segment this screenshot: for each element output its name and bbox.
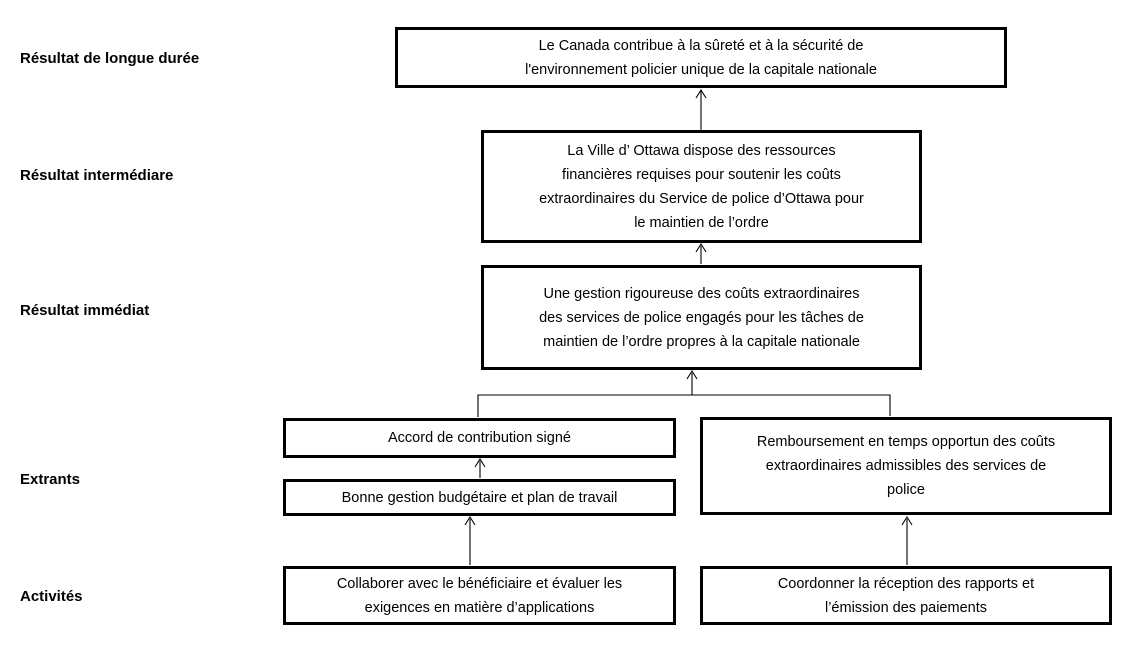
box-long-term-outcome-text: Le Canada contribue à la sûreté et à la …: [525, 37, 877, 78]
arrow-budget-to-agreement: [474, 457, 486, 478]
row-label-immediate-outcome: Résultat immédiat: [20, 302, 150, 319]
arrow-immediate-to-intermediate: [695, 242, 707, 264]
box-intermediate-outcome: La Ville d’ Ottawa dispose des ressource…: [481, 130, 922, 243]
box-activity-collaborate-text: Collaborer avec le bénéficiaire et évalu…: [336, 575, 623, 616]
connector-outputs-to-immediate: [477, 369, 891, 417]
box-activity-coordinate: Coordonner la réception des rapports et …: [700, 566, 1112, 625]
box-output-budget: Bonne gestion budgétaire et plan de trav…: [283, 479, 676, 516]
box-output-reimbursement: Remboursement en temps opportun des coût…: [700, 417, 1112, 515]
box-output-reimbursement-text: Remboursement en temps opportun des coût…: [756, 434, 1056, 498]
box-output-agreement-text: Accord de contribution signé: [388, 430, 571, 446]
box-output-budget-text: Bonne gestion budgétaire et plan de trav…: [341, 489, 618, 506]
box-intermediate-outcome-text: La Ville d’ Ottawa dispose des ressource…: [539, 142, 864, 231]
row-label-outputs: Extrants: [20, 471, 81, 488]
box-activity-coordinate-text: Coordonner la réception des rapports et …: [777, 575, 1035, 616]
arrow-coordinate-to-reimbursement: [901, 515, 913, 565]
row-label-activities: Activités: [20, 588, 83, 605]
row-label-long-term-outcome: Résultat de longue durée: [20, 50, 200, 67]
box-immediate-outcome-text: Une gestion rigoureuse des coûts extraor…: [539, 285, 864, 350]
arrow-collaborate-to-budget: [464, 515, 476, 565]
box-activity-collaborate: Collaborer avec le bénéficiaire et évalu…: [283, 566, 676, 625]
box-output-agreement: Accord de contribution signé: [283, 418, 676, 458]
arrow-intermediate-to-longterm: [695, 88, 707, 130]
box-immediate-outcome: Une gestion rigoureuse des coûts extraor…: [481, 265, 922, 370]
row-label-intermediate-outcome: Résultat intermédiare: [20, 167, 174, 184]
box-long-term-outcome: Le Canada contribue à la sûreté et à la …: [395, 27, 1007, 88]
